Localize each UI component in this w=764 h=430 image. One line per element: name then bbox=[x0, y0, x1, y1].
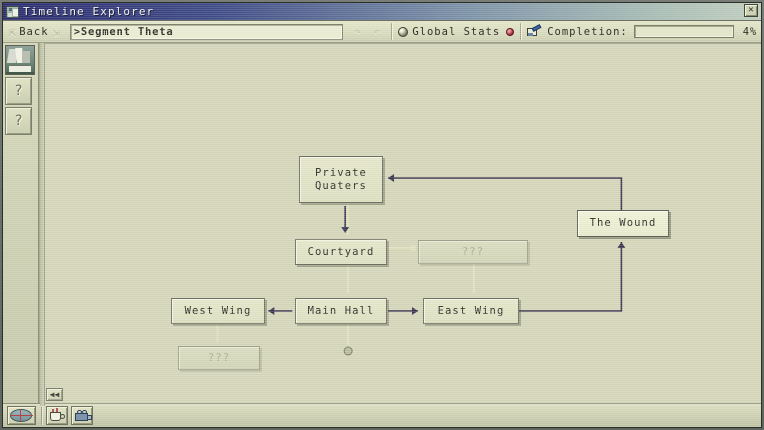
arrow-left-icon: ⇱ bbox=[9, 24, 17, 39]
edge-arrowheads bbox=[268, 174, 626, 315]
undo-arrow-icon[interactable]: ↷ bbox=[354, 25, 362, 38]
toolbar: ⇱ Back ⇲ >Segment Theta ↷ ↶ Global Stats bbox=[3, 21, 761, 43]
scroll-left-button[interactable]: ◀◀ bbox=[46, 388, 63, 401]
graph-node-label-line: Courtyard bbox=[307, 245, 375, 258]
completion-progress-bar bbox=[633, 25, 734, 38]
globe-icon bbox=[398, 26, 409, 37]
scroll-left-label: ◀◀ bbox=[49, 390, 60, 399]
active-edge-group bbox=[268, 177, 623, 312]
taskbar-globe-button[interactable] bbox=[7, 406, 36, 425]
graph-node-label-line: The Wound bbox=[589, 217, 657, 229]
graph-node-unknown-lower[interactable]: ??? bbox=[178, 346, 260, 370]
sidebar-item-unknown-slot-2[interactable]: ? bbox=[5, 107, 32, 135]
back-button[interactable]: ⇱ Back bbox=[7, 26, 49, 38]
redo-arrow-icon[interactable]: ↶ bbox=[373, 25, 381, 38]
window-body: ? ? bbox=[3, 43, 761, 406]
taskbar-camera-button[interactable] bbox=[71, 406, 93, 425]
graph-edges bbox=[216, 174, 626, 356]
graph-node-west-wing[interactable]: West Wing bbox=[171, 298, 265, 324]
window-title: Timeline Explorer bbox=[23, 5, 155, 18]
taskbar bbox=[3, 403, 761, 427]
toolbar-separator-1 bbox=[391, 23, 393, 40]
graph-node-label-line: ??? bbox=[207, 351, 231, 364]
sidebar-item-label: ? bbox=[14, 113, 23, 129]
arrow-right-icon[interactable]: ⇲ bbox=[52, 24, 60, 39]
graph-node-label-line: Private bbox=[315, 166, 367, 179]
completion-label: Completion: bbox=[547, 25, 628, 38]
scene-thumbnail[interactable] bbox=[5, 45, 35, 75]
global-stats-label: Global Stats bbox=[412, 25, 501, 38]
graph-node-label-line: Main Hall bbox=[307, 304, 375, 317]
back-button-label: Back bbox=[19, 25, 49, 38]
pen-edit-icon bbox=[527, 23, 542, 38]
address-field[interactable]: >Segment Theta bbox=[69, 23, 344, 40]
completion-group: Completion: 4% bbox=[527, 23, 757, 38]
graph-node-label-line: West Wing bbox=[184, 304, 252, 317]
graph-node-label-line: East Wing bbox=[437, 304, 505, 317]
taskbar-separator bbox=[41, 406, 42, 425]
graph-canvas[interactable]: Private Quaters The Wound Courtyard ??? … bbox=[39, 43, 761, 406]
locked-edge-dot bbox=[409, 245, 416, 251]
title-bar[interactable]: Timeline Explorer ✕ bbox=[3, 3, 761, 21]
graph-node-unknown-upper[interactable]: ??? bbox=[418, 240, 528, 264]
red-dot-icon bbox=[506, 27, 515, 36]
toolbar-separator-2 bbox=[520, 23, 522, 40]
graph-node-main-hall[interactable]: Main Hall bbox=[295, 298, 387, 324]
taskbar-cup-button[interactable] bbox=[46, 406, 68, 425]
graph-node-courtyard[interactable]: Courtyard bbox=[295, 239, 387, 265]
address-field-value: >Segment Theta bbox=[73, 25, 174, 38]
canvas-left-rail bbox=[40, 43, 45, 406]
graph-node-label-line: Quaters bbox=[315, 179, 367, 192]
close-icon[interactable]: ✕ bbox=[744, 4, 758, 17]
graph-node-east-wing[interactable]: East Wing bbox=[423, 298, 519, 324]
sidebar-item-unknown-slot-1[interactable]: ? bbox=[5, 77, 32, 105]
global-stats-button[interactable]: Global Stats bbox=[398, 25, 515, 38]
sidebar-item-label: ? bbox=[14, 83, 23, 99]
sidebar: ? ? bbox=[3, 43, 39, 406]
graph-node-the-wound[interactable]: The Wound bbox=[577, 210, 669, 237]
graph-node-private-quaters[interactable]: Private Quaters bbox=[299, 156, 383, 203]
graph-node-label-line: ??? bbox=[461, 245, 485, 258]
timeline-explorer-icon bbox=[6, 5, 19, 18]
completion-percent-label: 4% bbox=[742, 25, 757, 38]
hidden-node-marker bbox=[343, 346, 353, 356]
